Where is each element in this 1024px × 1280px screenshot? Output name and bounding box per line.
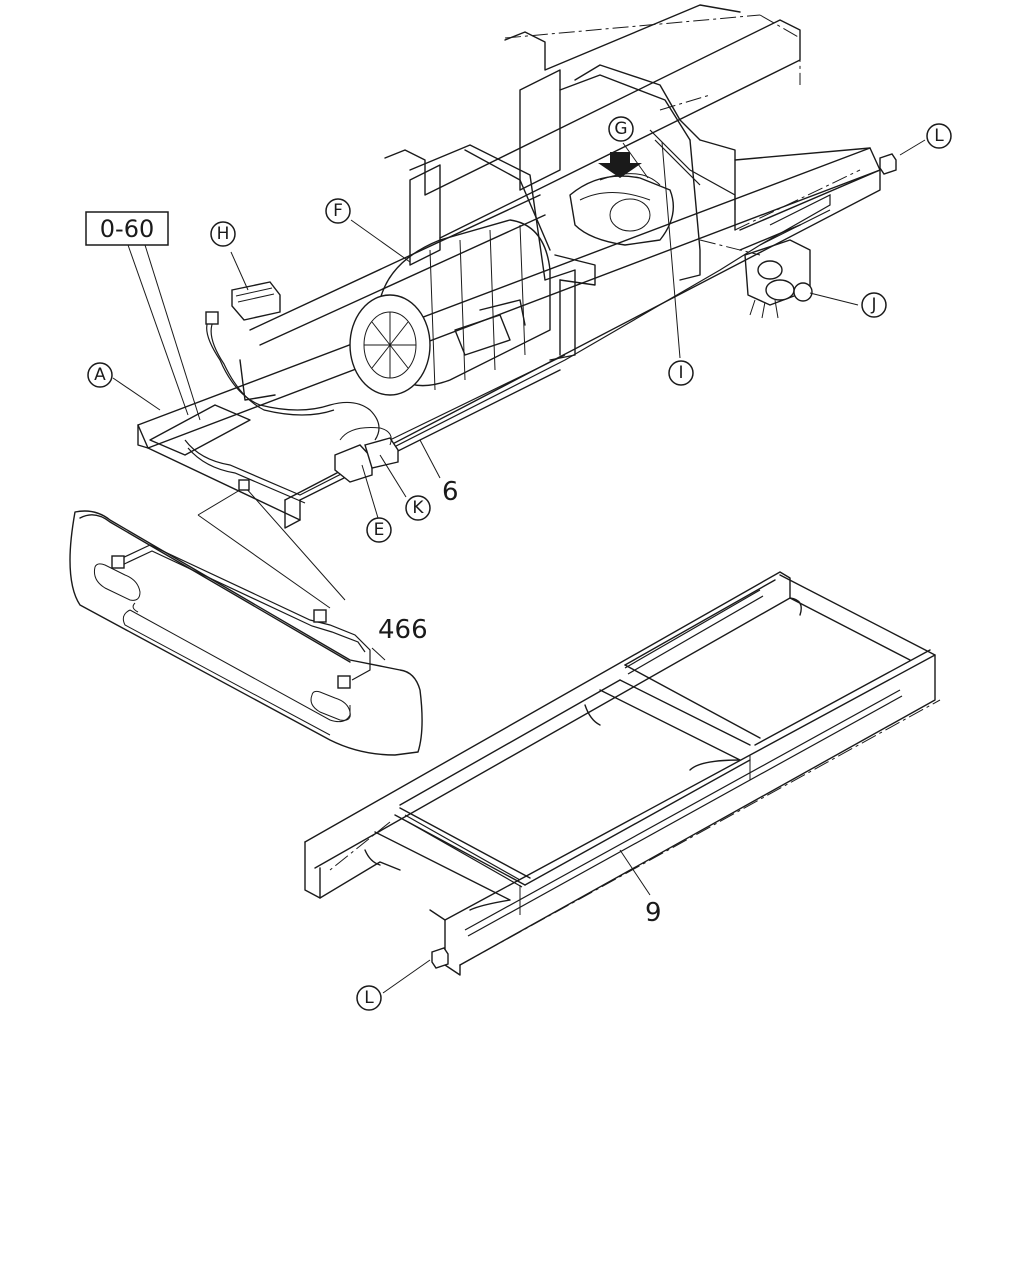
main-wire-harness [184, 129, 831, 504]
callout-f-label: F [333, 201, 343, 221]
callout-j-label: J [870, 295, 876, 315]
leader-lines [112, 139, 926, 994]
callout-k: K [405, 495, 431, 521]
part-number-bumper-harness: 466 [378, 615, 428, 645]
part-number-frame-harness: 9 [645, 898, 662, 928]
callout-l-bottom-label: L [364, 988, 374, 1008]
callout-h: H [210, 221, 236, 247]
front-bumper [69, 479, 423, 756]
callout-a-label: A [94, 365, 106, 385]
callout-e-label: E [374, 520, 385, 540]
ladder-frame [304, 571, 941, 976]
rear-axle-assembly [569, 173, 674, 246]
part-number-harness-main: 6 [442, 477, 459, 507]
indicator-arrow [598, 152, 642, 178]
callout-i: I [668, 360, 694, 386]
callout-e: E [366, 517, 392, 543]
callout-i-label: I [678, 363, 683, 383]
callout-f: F [325, 198, 351, 224]
callout-k-label: K [412, 498, 424, 518]
reference-box: 0-60 [85, 211, 201, 421]
fitting-j [744, 239, 813, 319]
callout-g-label: G [614, 119, 627, 139]
callout-a: A [87, 362, 113, 388]
transmission-assembly [349, 219, 551, 396]
callout-g: G [608, 116, 634, 142]
connector-block-ek [334, 427, 399, 483]
front-chassis-frame [137, 4, 881, 529]
callout-j: J [861, 292, 887, 318]
reference-label: 0-60 [100, 215, 154, 243]
callout-l-top-label: L [934, 126, 944, 146]
end-cap-bottom [431, 947, 449, 969]
callout-h-label: H [217, 224, 230, 244]
end-cap-top [879, 153, 897, 175]
callout-l-top: L [926, 123, 952, 149]
sensor-h-harness [205, 281, 380, 441]
callout-l-bottom: L [356, 985, 382, 1011]
